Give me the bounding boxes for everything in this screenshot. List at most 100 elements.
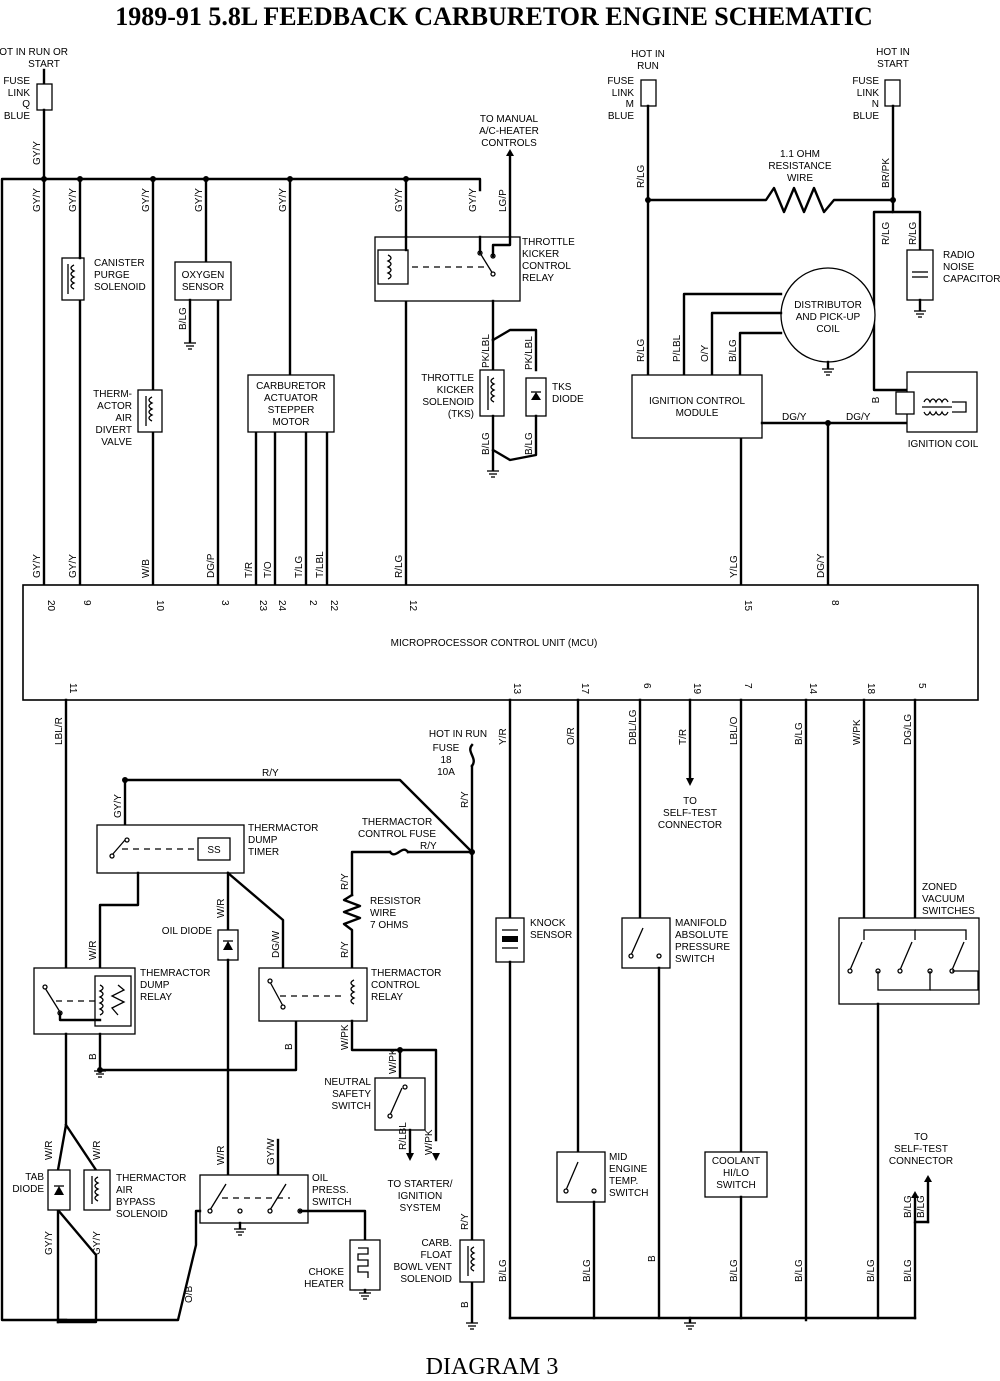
svg-text:KNOCK: KNOCK (530, 918, 566, 929)
svg-text:M: M (626, 99, 634, 110)
svg-text:STEPPER: STEPPER (268, 405, 315, 416)
svg-text:SELF-TEST: SELF-TEST (894, 1144, 948, 1155)
svg-text:LINK: LINK (8, 88, 31, 99)
svg-text:PRESS.: PRESS. (312, 1185, 349, 1196)
svg-text:GY/Y: GY/Y (32, 188, 43, 212)
svg-text:O/B: O/B (184, 1285, 195, 1303)
mcu-pin-8: 8 (829, 600, 840, 606)
svg-text:B/LG: B/LG (481, 432, 492, 455)
thermactor-control-fuse: THERMACTOR CONTROL FUSE R/Y R/Y (340, 817, 474, 897)
svg-text:R/LBL: R/LBL (398, 1122, 409, 1150)
mcu-pin-3: 3 (219, 600, 230, 606)
mcu-bottom-wire-label: T/R (678, 729, 689, 745)
svg-text:SWITCH: SWITCH (675, 954, 714, 965)
svg-text:DIVERT: DIVERT (96, 425, 133, 436)
svg-text:N: N (872, 99, 879, 110)
svg-text:RESISTANCE: RESISTANCE (768, 161, 831, 172)
svg-text:PRESSURE: PRESSURE (675, 942, 730, 953)
throttle-kicker-solenoid: PK/LBL PK/LBL B/LG B/LG THROTTLE KICKER … (421, 328, 584, 478)
mcu-pin-14: 14 (807, 683, 818, 695)
svg-text:FUSE: FUSE (433, 743, 460, 754)
svg-text:CONTROL FUSE: CONTROL FUSE (358, 829, 436, 840)
svg-text:R/Y: R/Y (340, 873, 351, 890)
svg-text:START: START (28, 59, 60, 70)
svg-text:B: B (871, 396, 882, 403)
svg-text:DG/W: DG/W (271, 930, 282, 958)
svg-text:B: B (284, 1043, 295, 1050)
svg-text:HOT IN RUN: HOT IN RUN (429, 729, 487, 740)
mcu-pin-9: 9 (81, 600, 92, 606)
svg-text:1.1 OHM: 1.1 OHM (780, 149, 820, 160)
svg-text:SENSOR: SENSOR (182, 282, 224, 293)
svg-text:THERMACTOR: THERMACTOR (362, 817, 432, 828)
mcu-top-wire-label: W/B (141, 559, 152, 578)
svg-text:FUSE: FUSE (852, 76, 879, 87)
svg-text:W/R: W/R (44, 1141, 55, 1160)
svg-text:B/LG: B/LG (916, 1195, 927, 1218)
mcu-pin-22: 22 (328, 600, 339, 612)
canister-purge-solenoid: CANISTER PURGE SOLENOID (61, 256, 146, 301)
svg-text:START: START (877, 59, 909, 70)
svg-text:7 OHMS: 7 OHMS (370, 920, 409, 931)
ignition-coil: B IGNITION COIL (871, 371, 979, 450)
svg-text:FUSE: FUSE (3, 76, 30, 87)
mcu-bottom-wire-label: B/LG (794, 722, 805, 745)
svg-text:ZONED: ZONED (922, 882, 957, 893)
svg-text:THEMRACTOR: THEMRACTOR (140, 968, 210, 979)
mcu-top-wire-label: GY/Y (68, 554, 79, 578)
svg-text:MID: MID (609, 1152, 627, 1163)
mcu-pin-15: 15 (742, 600, 753, 612)
svg-text:B/LG: B/LG (524, 432, 535, 455)
svg-text:PURGE: PURGE (94, 270, 130, 281)
svg-text:BLUE: BLUE (608, 111, 634, 122)
mcu-top-wire-label: T/LBL (315, 551, 326, 578)
mcu-bottom-wires (64, 698, 917, 1322)
svg-text:PK/LBL: PK/LBL (524, 336, 535, 370)
svg-text:B/LG: B/LG (728, 339, 739, 362)
svg-text:GY/Y: GY/Y (68, 188, 79, 212)
svg-text:TO STARTER/: TO STARTER/ (387, 1179, 452, 1190)
thermactor-air-divert-valve: THERM- ACTOR AIR DIVERT VALVE (93, 389, 163, 448)
svg-text:SAFETY: SAFETY (332, 1089, 371, 1100)
svg-text:R/LG: R/LG (881, 221, 892, 245)
svg-text:HI/LO: HI/LO (723, 1168, 749, 1179)
svg-text:SENSOR: SENSOR (530, 930, 572, 941)
svg-text:SS: SS (207, 845, 221, 856)
thermactor-control-relay: THERMACTOR CONTROL RELAY B W/PK (258, 967, 441, 1142)
mcu-pin-17: 17 (579, 683, 590, 695)
zoned-vacuum-switches: ZONED VACUUM SWITCHES B/LG (838, 882, 980, 1320)
svg-text:SOLENOID: SOLENOID (422, 397, 474, 408)
mcu-pin-7: 7 (742, 683, 753, 689)
svg-text:SWITCH: SWITCH (312, 1197, 351, 1208)
svg-text:GY/Y: GY/Y (394, 188, 405, 212)
svg-text:O/Y: O/Y (700, 344, 711, 362)
svg-text:SOLENOID: SOLENOID (116, 1209, 168, 1220)
svg-text:SOLENOID: SOLENOID (400, 1274, 452, 1285)
svg-text:CANISTER: CANISTER (94, 258, 145, 269)
mcu-pin-12: 12 (407, 600, 418, 612)
svg-text:TIMER: TIMER (248, 847, 279, 858)
svg-text:RESISTOR: RESISTOR (370, 896, 421, 907)
svg-text:OIL DIODE: OIL DIODE (162, 926, 213, 937)
diagram-caption: DIAGRAM 3 (426, 1354, 559, 1380)
svg-text:LINK: LINK (612, 88, 635, 99)
mcu-top-wire-label: T/R (244, 562, 255, 578)
svg-text:R/Y: R/Y (262, 768, 279, 779)
svg-text:DUMP: DUMP (248, 835, 278, 846)
bottom-ground-bus (508, 1316, 917, 1330)
svg-text:P/LBL: P/LBL (672, 334, 683, 362)
svg-text:HEATER: HEATER (304, 1279, 344, 1290)
resistor-wire: R/Y RESISTOR WIRE 7 OHMS (340, 893, 421, 970)
mcu-top-wire-label: R/LG (394, 554, 405, 578)
svg-text:CONTROLS: CONTROLS (481, 138, 537, 149)
svg-text:W/R: W/R (88, 941, 99, 960)
svg-text:AIR: AIR (116, 1185, 133, 1196)
ignition-control-module: IGNITION CONTROL MODULE R/LG P/LBL O/Y B… (631, 334, 912, 439)
svg-text:CONNECTOR: CONNECTOR (658, 820, 722, 831)
svg-text:(TKS): (TKS) (448, 409, 474, 420)
svg-text:MICROPROCESSOR CONTROL UNIT (M: MICROPROCESSOR CONTROL UNIT (MCU) (391, 638, 598, 649)
svg-text:RELAY: RELAY (371, 992, 403, 1003)
svg-text:KICKER: KICKER (437, 385, 474, 396)
